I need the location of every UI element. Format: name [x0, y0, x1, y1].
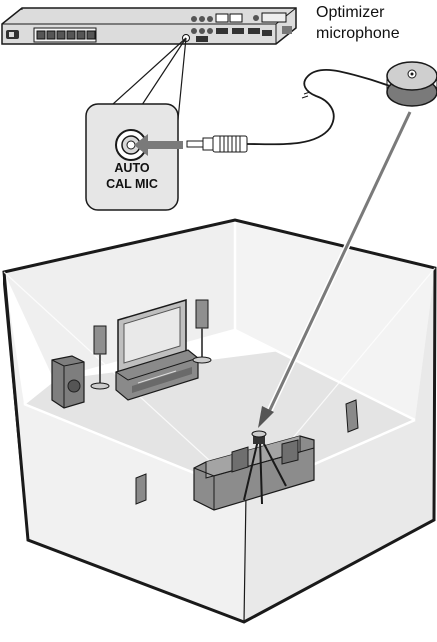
speaker-terminals	[34, 28, 96, 42]
mic-cable	[247, 70, 390, 144]
receiver-logo-icon	[6, 30, 19, 39]
jack-label-line2: CAL MIC	[94, 176, 170, 192]
microphone-label: Optimizer microphone	[316, 2, 400, 44]
microphone-label-line1: Optimizer	[316, 2, 400, 23]
jack-label: AUTO CAL MIC	[94, 160, 170, 192]
listening-room	[4, 220, 435, 622]
mic-plug-icon	[187, 136, 247, 152]
surround-speaker-left-icon	[136, 474, 146, 504]
optimizer-microphone-icon	[387, 62, 437, 106]
jack-label-line1: AUTO	[94, 160, 170, 176]
surround-speaker-right-icon	[346, 400, 358, 432]
subwoofer-icon	[52, 356, 84, 408]
microphone-label-line2: microphone	[316, 23, 400, 44]
